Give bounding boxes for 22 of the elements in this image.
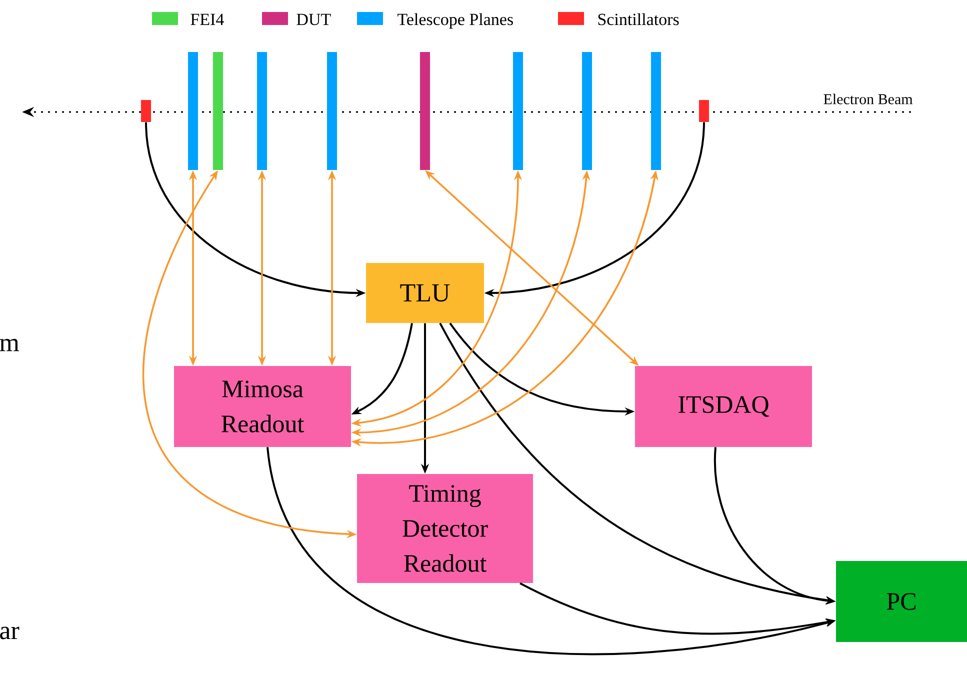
telescope-plane xyxy=(257,52,267,170)
scintillator xyxy=(141,100,151,122)
legend-label: DUT xyxy=(296,14,331,26)
legend-label: Telescope Planes xyxy=(398,13,513,29)
telescope-plane xyxy=(513,52,523,170)
telescope-plane xyxy=(582,52,592,170)
legend-label: Scintillators xyxy=(598,13,679,26)
process-box: Mimosa Readout xyxy=(174,366,351,447)
process-box: Timing Detector Readout xyxy=(357,474,533,583)
telescope-plane xyxy=(188,52,198,170)
telescope-plane xyxy=(327,52,337,170)
legend-label: FEI4 xyxy=(190,14,224,25)
text-fragment: m xyxy=(0,338,20,352)
beam-label: Electron Beam xyxy=(824,94,913,104)
fei4-plane xyxy=(213,52,223,170)
scintillator xyxy=(699,100,709,122)
telescope-plane xyxy=(651,52,661,170)
process-box: PC xyxy=(836,561,967,642)
process-box: TLU xyxy=(366,263,484,323)
dut-plane xyxy=(420,52,430,170)
process-box: ITSDAQ xyxy=(635,366,812,447)
text-fragment: ar xyxy=(0,626,20,640)
